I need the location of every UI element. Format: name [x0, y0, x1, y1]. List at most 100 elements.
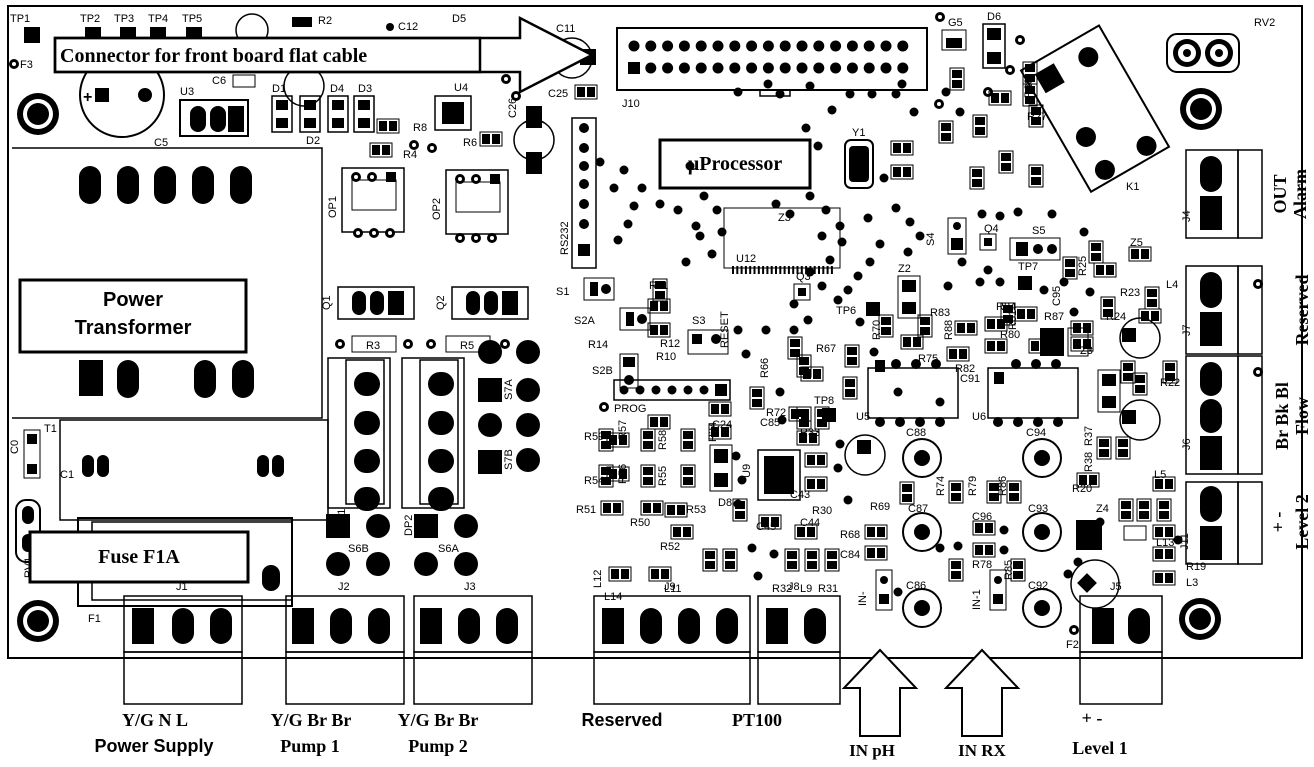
- c94-label: C94: [1026, 427, 1046, 439]
- c5-label: C5: [154, 137, 168, 149]
- svg-text:R59: R59: [584, 431, 604, 443]
- s7b-label: S7B: [503, 449, 515, 470]
- s6b-label: S6B: [348, 543, 369, 555]
- j2-terminal[interactable]: [285, 595, 405, 705]
- j4-terminal[interactable]: [1185, 149, 1239, 239]
- svg-text:R12: R12: [660, 338, 680, 350]
- svg-text:R28: R28: [1023, 78, 1035, 98]
- svg-text:R22: R22: [1160, 377, 1180, 389]
- c6-label: C6: [212, 75, 226, 87]
- capacitor-pad: [138, 88, 152, 102]
- j6-label-wires: Br Bk Bl: [1272, 382, 1292, 450]
- tp1-label: TP1: [10, 13, 30, 25]
- g5-label: G5: [948, 17, 963, 29]
- d8-label: D8: [718, 497, 732, 509]
- f3-label: F3: [20, 59, 33, 71]
- svg-text:R58: R58: [657, 430, 669, 450]
- svg-text:C44: C44: [800, 517, 820, 529]
- svg-text:R54: R54: [584, 475, 604, 487]
- q1-label: Q1: [321, 295, 333, 310]
- f2-label: F2: [1066, 639, 1079, 651]
- j6-terminal[interactable]: [1185, 355, 1239, 475]
- c88-label: C88: [906, 427, 926, 439]
- svg-text:R34: R34: [707, 422, 719, 442]
- silkscreen-labels: R11 R12 R14 R10 C24 C85 R67 R66 R72 R34 …: [576, 78, 1206, 603]
- c86-label: C86: [906, 580, 926, 592]
- svg-text:R20: R20: [1072, 483, 1092, 495]
- s4-label: S4: [925, 233, 937, 246]
- j7-label: J7: [1181, 324, 1193, 336]
- j11-terminal[interactable]: [1185, 481, 1239, 565]
- svg-text:L9: L9: [800, 583, 812, 595]
- svg-text:R19: R19: [1186, 561, 1206, 573]
- svg-text:R88: R88: [943, 320, 955, 340]
- c87-label: C87: [908, 503, 928, 515]
- level1-label: Level 1: [1072, 738, 1128, 758]
- j3-label: J3: [464, 581, 476, 593]
- svg-text:R80: R80: [1000, 329, 1020, 341]
- u12-label: U12: [736, 253, 756, 265]
- r6-label: R6: [463, 137, 477, 149]
- svg-text:R84: R84: [996, 301, 1016, 313]
- k1-label: K1: [1126, 181, 1139, 193]
- j7-label-reserved: Reserved: [1292, 275, 1312, 346]
- op1-label: OP1: [327, 196, 339, 218]
- j9-terminal[interactable]: [593, 595, 751, 705]
- svg-text:C85: C85: [760, 417, 780, 429]
- u9-label: U9: [741, 464, 753, 478]
- j3-terminal[interactable]: [413, 595, 533, 705]
- f1-label: F1: [88, 613, 101, 625]
- u3-outline: [179, 99, 249, 137]
- u3-label: U3: [180, 86, 194, 98]
- j7-terminal[interactable]: [1185, 265, 1239, 355]
- prog-label: PROG: [614, 403, 646, 415]
- svg-text:C95: C95: [1051, 286, 1063, 306]
- svg-text:R82: R82: [955, 363, 975, 375]
- plus-sign: +: [83, 89, 92, 106]
- svg-text:R56: R56: [617, 464, 629, 484]
- r4-label: R4: [403, 149, 417, 161]
- svg-text:Z5: Z5: [1130, 237, 1143, 249]
- svg-text:L14: L14: [604, 591, 622, 603]
- uprocessor-callout: [658, 138, 812, 190]
- j1-terminal[interactable]: [123, 595, 243, 705]
- svg-text:R32: R32: [772, 583, 792, 595]
- mounting-hole: [17, 93, 59, 135]
- j10-pins: [628, 40, 909, 74]
- tp6-label: TP6: [836, 305, 856, 317]
- svg-text:R79: R79: [967, 476, 979, 496]
- svg-text:Z4: Z4: [1096, 503, 1109, 515]
- q4-label: Q4: [984, 223, 999, 235]
- s7-buttons[interactable]: [478, 340, 540, 474]
- s6a-button[interactable]: [414, 514, 478, 576]
- j11-label: J11: [1179, 533, 1191, 550]
- j5-terminal[interactable]: [1079, 595, 1163, 705]
- connector-callout-arrow: [53, 15, 595, 95]
- svg-text:C45: C45: [756, 521, 776, 533]
- j9-reserved-label: Reserved: [581, 710, 662, 730]
- svg-text:R87: R87: [1044, 311, 1064, 323]
- in-label: IN-: [857, 591, 869, 606]
- svg-text:R53: R53: [686, 504, 706, 516]
- d3-label: D3: [358, 83, 372, 95]
- svg-text:R57: R57: [617, 420, 629, 440]
- svg-text:R27: R27: [1027, 111, 1047, 123]
- u4-outline: [434, 95, 472, 131]
- power-transformer-callout: [18, 278, 248, 354]
- j11-label-level2: Level 2: [1292, 494, 1312, 550]
- j2-pin-labels: Y/G Br Br: [271, 710, 352, 730]
- j8-terminal[interactable]: [757, 595, 841, 705]
- q2-label: Q2: [435, 295, 447, 310]
- j4-label-out: OUT: [1270, 174, 1290, 213]
- svg-text:R31: R31: [818, 583, 838, 595]
- tp3-label: TP3: [114, 13, 134, 25]
- svg-text:R86: R86: [997, 476, 1009, 496]
- d4-label: D4: [330, 83, 344, 95]
- svg-text:R23: R23: [1120, 287, 1140, 299]
- d6-label: D6: [987, 11, 1001, 23]
- svg-text:R33: R33: [800, 427, 820, 439]
- s6b-button[interactable]: [326, 514, 390, 576]
- c1-label: C1: [60, 469, 74, 481]
- svg-text:L12: L12: [592, 570, 604, 588]
